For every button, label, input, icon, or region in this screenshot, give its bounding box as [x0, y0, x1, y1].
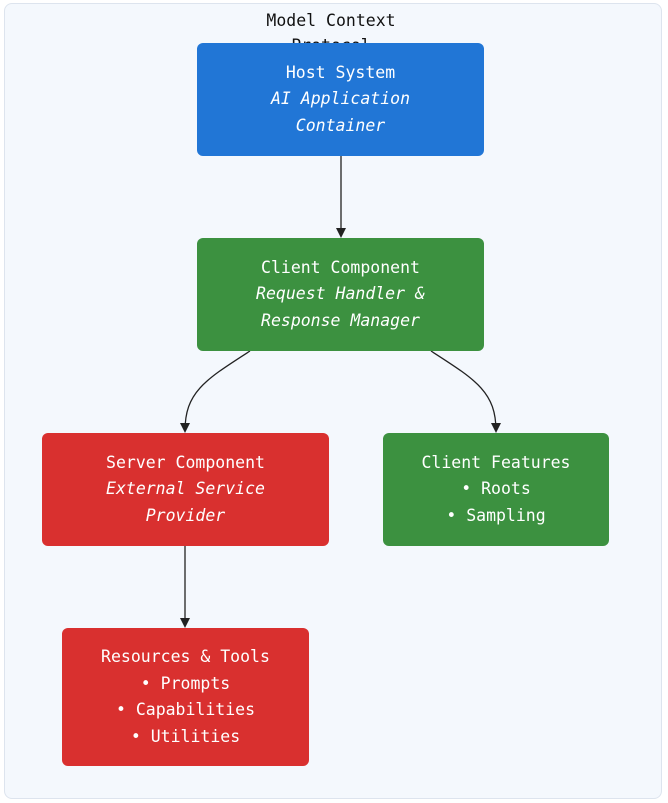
feature-item-sampling: • Sampling [446, 505, 546, 525]
resources-tools-node[interactable]: Resources & Tools • Prompts • Capabiliti… [62, 628, 309, 766]
client-title: Client Component [261, 257, 420, 277]
server-component-node[interactable]: Server Component External Service Provid… [42, 433, 329, 546]
resource-item-capabilities: • Capabilities [115, 700, 256, 719]
features-title: Client Features [421, 452, 571, 472]
server-subtitle-line-1: External Service [106, 479, 265, 499]
client-component-node[interactable]: Client Component Request Handler & Respo… [197, 238, 484, 351]
host-subtitle-line-1: AI Application [270, 89, 411, 109]
host-system-node[interactable]: Host System AI Application Container [197, 43, 484, 156]
edge-client-to-server [180, 350, 251, 433]
edge-client-to-features [430, 350, 501, 433]
resource-item-utilities: • Utilities [130, 726, 241, 746]
resources-title: Resources & Tools [101, 647, 270, 666]
server-title: Server Component [106, 452, 265, 472]
client-subtitle-line-2: Response Manager [261, 310, 420, 330]
resource-item-prompts: • Prompts [140, 673, 231, 693]
client-features-node[interactable]: Client Features • Roots • Sampling [383, 433, 609, 546]
feature-item-roots: • Roots [461, 479, 531, 499]
host-subtitle-line-2: Container [295, 115, 386, 135]
client-subtitle-line-1: Request Handler & [256, 284, 425, 304]
host-title: Host System [285, 62, 396, 82]
server-subtitle-line-2: Provider [145, 505, 226, 525]
